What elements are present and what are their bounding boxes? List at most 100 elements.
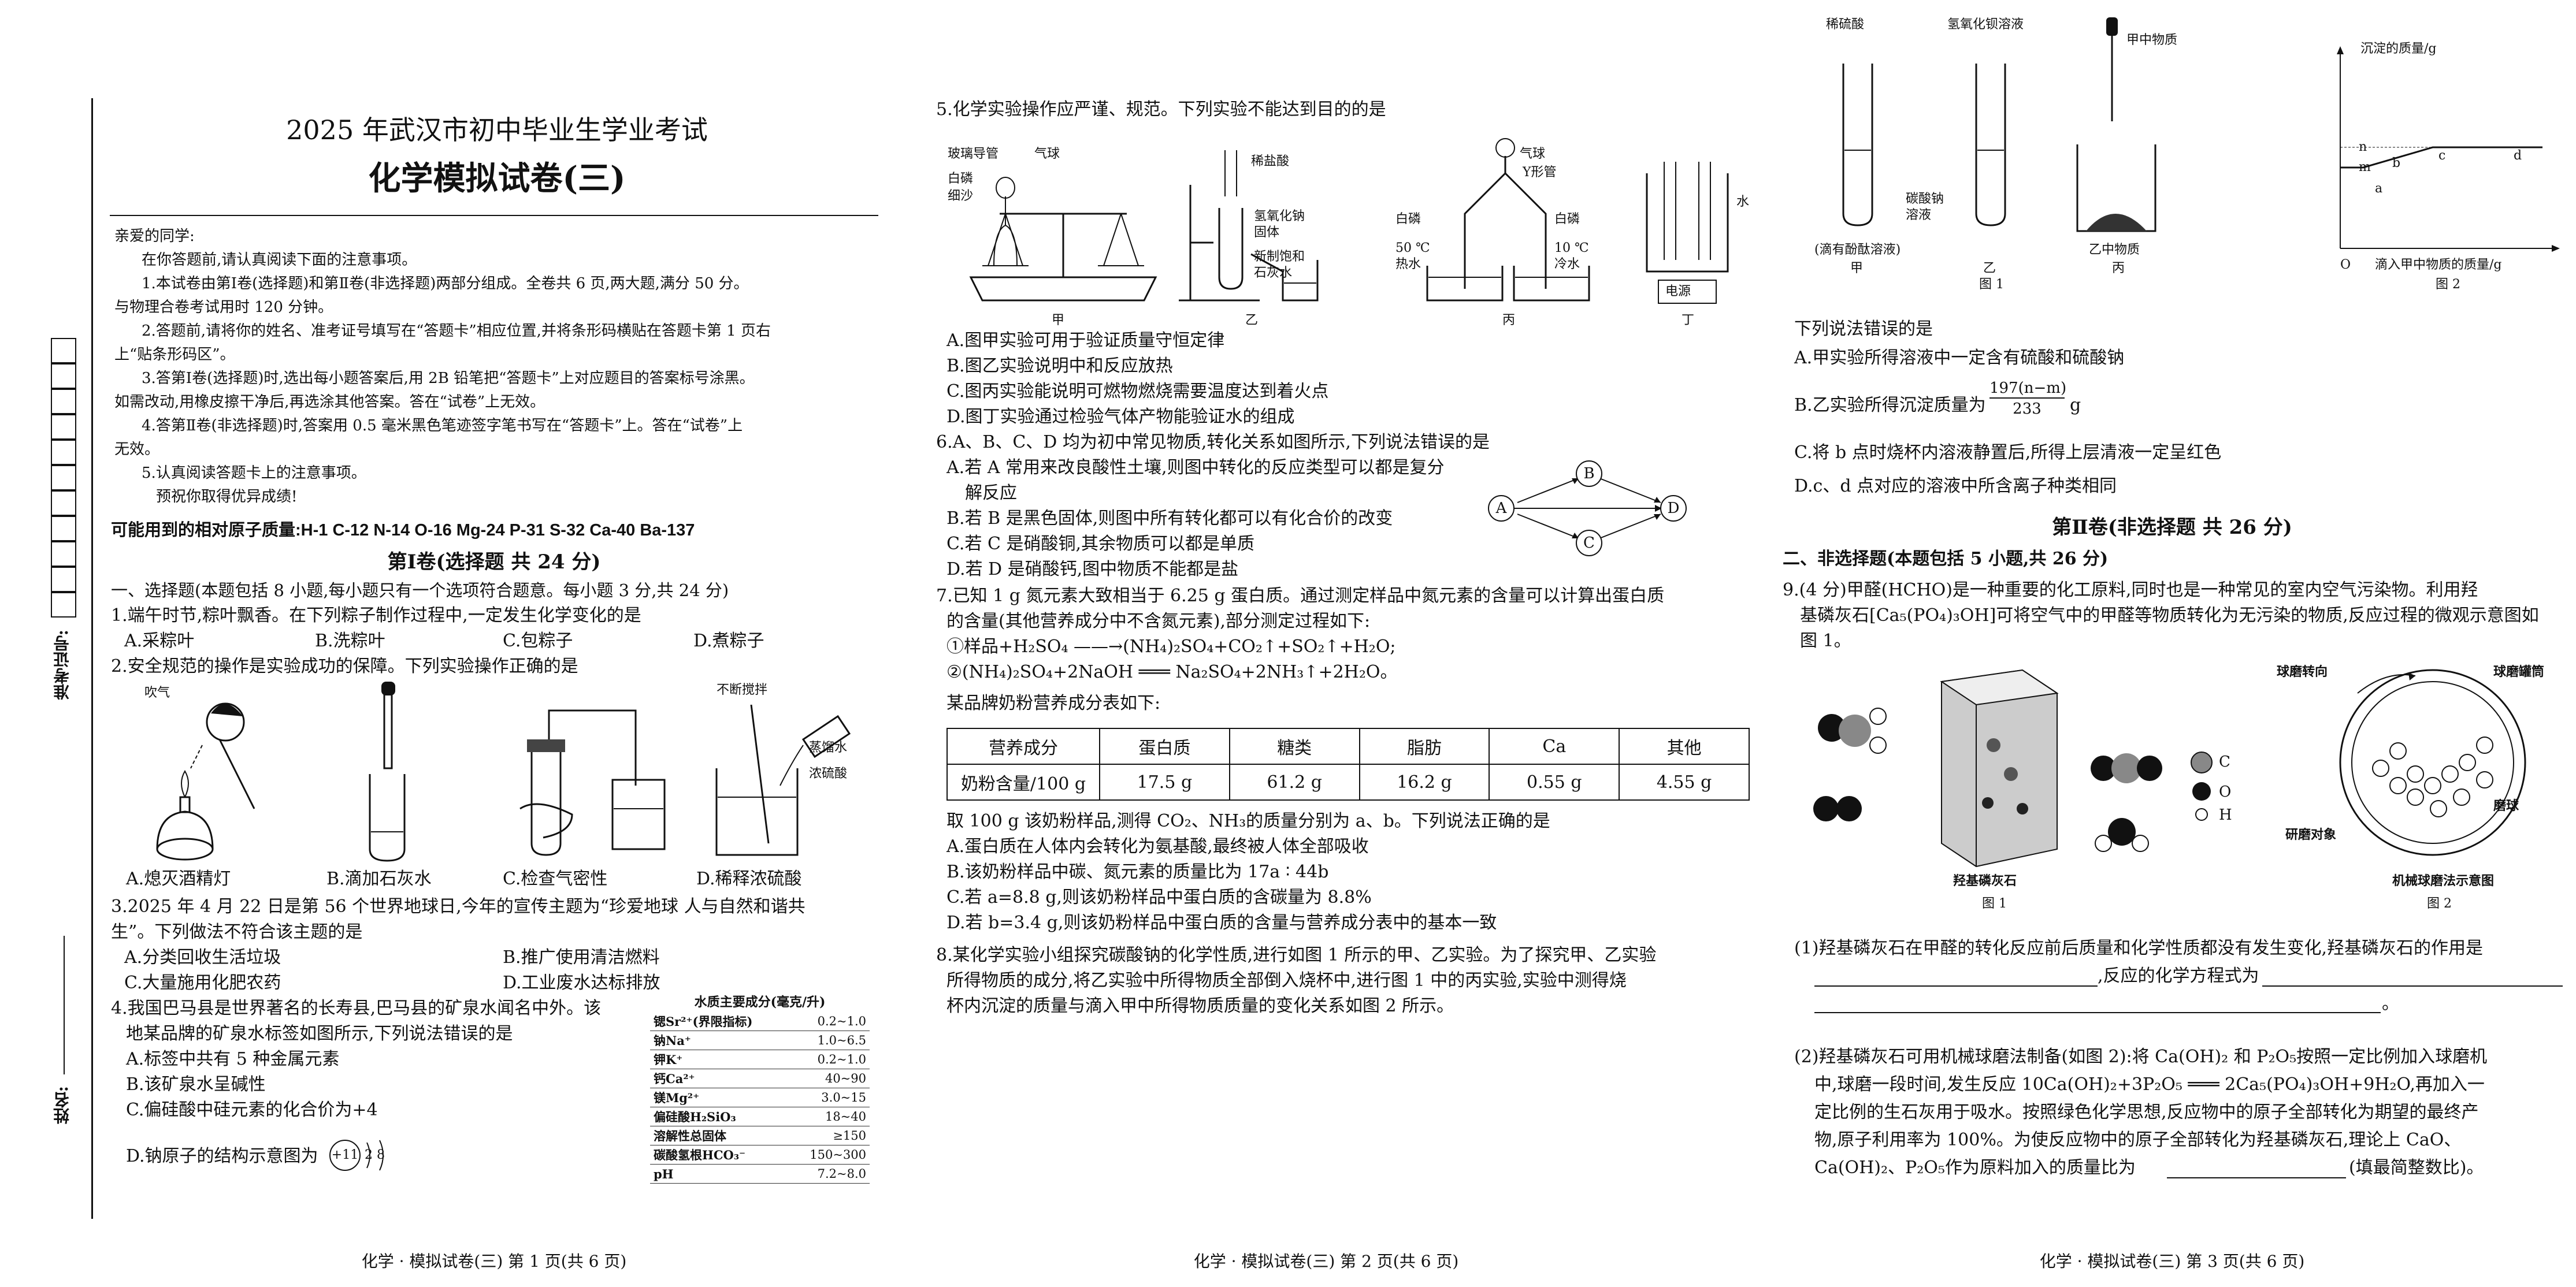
q3-option-b[interactable]: B.推广使用清洁燃料: [503, 947, 660, 968]
fig2-point-d: d: [2514, 148, 2522, 163]
q9-legend-c: C: [2219, 753, 2230, 771]
table-row: 碳酸氢根HCO₃⁻150~300: [650, 1145, 870, 1165]
q5-label-sand: 细沙: [948, 189, 974, 203]
q2-option-a[interactable]: A.熄灭酒精灯: [126, 869, 231, 889]
q3-option-a[interactable]: A.分类回收生活垃圾: [124, 947, 281, 968]
q5-stem: 5.化学实验操作应严谨、规范。下列实验不能达到目的的是: [936, 99, 1386, 120]
q1-option-a[interactable]: A.采粽叶: [124, 631, 195, 651]
q9-mill-title: 机械球磨法示意图: [2392, 873, 2495, 888]
fig2-tick-n: n: [2359, 140, 2367, 154]
q9-answer-blank-2[interactable]: [2262, 985, 2563, 987]
q5-option-a[interactable]: A.图甲实验可用于验证质量守恒定律: [946, 330, 1225, 351]
q6-option-d[interactable]: D.若 D 是硝酸钙,图中物质不能都是盐: [946, 559, 1239, 579]
node-d-label: D: [1667, 500, 1680, 517]
sodium-atom-diagram: [329, 1140, 384, 1171]
fig1-label-jia-substance: 甲中物质: [2126, 33, 2178, 47]
q5-option-b[interactable]: B.图乙实验说明中和反应放热: [946, 356, 1173, 376]
q9-sub1-line2: ,反应的化学方程式为: [2098, 966, 2259, 986]
q9-hydroxyapatite-label: 羟基磷灰石: [1953, 873, 2017, 888]
q9-answer-blank-4[interactable]: [2167, 1177, 2346, 1178]
q2-label-blow: 吹气: [144, 686, 170, 700]
q1-option-d[interactable]: D.煮粽子: [693, 631, 764, 651]
q1-stem: 1.端午时节,粽叶飘香。在下列粽子制作过程中,一定发生化学变化的是: [111, 605, 641, 626]
q1-option-b[interactable]: B.洗粽叶: [315, 631, 385, 651]
q4-option-b[interactable]: B.该矿泉水呈碱性: [126, 1074, 266, 1095]
q5-option-d[interactable]: D.图丁实验通过检验气体产物能验证水的组成: [946, 407, 1295, 427]
q5-label-power: 电源: [1665, 284, 1691, 299]
q9-answer-blank-1[interactable]: [1814, 985, 2098, 987]
q4-option-a[interactable]: A.标签中共有 5 种金属元素: [126, 1049, 340, 1069]
q9-stem-line2: 基磷灰石[Ca₅(PO₄)₃OH]可将空气中的甲醛等物质转化为无污染的物质,反应…: [1800, 605, 2539, 626]
name-label: 姓名:: [53, 1086, 72, 1125]
q5-caption-bing: 丙: [1502, 313, 1516, 328]
q8-option-a[interactable]: A.甲实验所得溶液中一定含有硫酸和硫酸钠: [1794, 348, 2125, 368]
alcohol-lamp-illustration: [156, 702, 255, 861]
q5-option-c[interactable]: C.图丙实验能说明可燃物燃烧需要温度达到着火点: [946, 381, 1329, 401]
table-row: 钾K⁺0.2~1.0: [650, 1050, 870, 1069]
q8-lead: 下列说法错误的是: [1794, 319, 1933, 339]
node-a-label: A: [1495, 500, 1507, 517]
q4-option-c[interactable]: C.偏硅酸中硅元素的化合价为+4: [126, 1100, 378, 1120]
q6-option-b[interactable]: B.若 B 是黑色固体,则图中所有转化都可以有化合价的改变: [946, 508, 1393, 529]
q9-mill-direction-label: 球磨转向: [2277, 664, 2328, 679]
q5-label-naoh: 氢氧化钠: [1254, 209, 1305, 224]
q8-option-b[interactable]: B.乙实验所得沉淀质量为: [1794, 395, 1986, 415]
binding-line: [91, 98, 93, 1219]
exam-title: 2025 年武汉市初中毕业生学业考试: [286, 114, 708, 146]
q9-mill-drum-label: 球磨罐筒: [2493, 664, 2545, 679]
q2-option-b[interactable]: B.滴加石灰水: [326, 869, 432, 889]
q8-stem-line1: 8.某化学实验小组探究碳酸钠的化学性质,进行如图 1 所示的甲、乙实验。为了探究…: [936, 945, 1657, 965]
q4-option-d[interactable]: D.钠原子的结构示意图为: [126, 1146, 318, 1166]
q1-option-c[interactable]: C.包粽子: [503, 631, 573, 651]
q7-option-a[interactable]: A.蛋白质在人体内会转化为氨基酸,最终被人体全部吸收: [946, 836, 1369, 857]
q9-answer-blank-3[interactable]: [1814, 1012, 2381, 1013]
page-footer: 化学 · 模拟试卷(三) 第 3 页(共 6 页): [2039, 1252, 2305, 1271]
q9-sub2-line5: Ca(OH)₂、P₂O₅作为原料加入的质量比为: [1814, 1158, 2136, 1178]
q7-option-b[interactable]: B.该奶粉样品中碳、氮元素的质量比为 17a ∶ 44b: [946, 862, 1329, 882]
fig1-label-yi-substance: 乙中物质: [2089, 243, 2140, 257]
node-d: [1660, 495, 1687, 522]
q2-experiment-figure: [156, 682, 851, 862]
q3-option-c[interactable]: C.大量施用化肥农药: [124, 973, 281, 993]
q8-option-c[interactable]: C.将 b 点时烧杯内溶液静置后,所得上层清液一定呈红色: [1794, 442, 2222, 463]
q2-label-stir: 不断搅拌: [717, 683, 768, 697]
legend-icons: [2191, 752, 2213, 821]
section1-desc: 一、选择题(本题包括 8 小题,每小题只有一个选项符合题意。每小题 3 分,共 …: [111, 581, 729, 600]
oxygen-molecule: [1813, 796, 1862, 821]
precipitate-curve: [2340, 146, 2542, 169]
q5-caption-ding: 丁: [1682, 313, 1695, 328]
fig1-caption-yi: 乙: [1983, 261, 1996, 276]
fig2-caption: 图 2: [2436, 277, 2460, 292]
fig2-point-a: a: [2375, 181, 2383, 196]
node-c: [1576, 530, 1602, 556]
q3-option-d[interactable]: D.工业废水达标排放: [503, 973, 660, 993]
q6-option-c[interactable]: C.若 C 是硝酸铜,其余物质可以都是单质: [946, 534, 1254, 554]
q5-label-cold-water: 冷水: [1554, 257, 1580, 271]
q5-caption-jia: 甲: [1052, 313, 1065, 328]
dropper-test-tube-illustration: [369, 682, 406, 862]
section2-desc: 二、非选择题(本题包括 5 小题,共 26 分): [1783, 549, 2109, 569]
q5-label-50c: 50 ℃: [1395, 241, 1430, 255]
q7-option-c[interactable]: C.若 a=8.8 g,则该奶粉样品中蛋白质的含碳量为 8.8%: [946, 887, 1372, 907]
q7-stem-line1: 7.已知 1 g 氮元素大致相当于 6.25 g 蛋白质。通过测定样品中氮元素的…: [936, 586, 1665, 606]
page-footer: 化学 · 模拟试卷(三) 第 1 页(共 6 页): [361, 1252, 627, 1271]
q7-option-d[interactable]: D.若 b=3.4 g,则该奶粉样品中蛋白质的含量与营养成分表中的基本一致: [946, 913, 1497, 933]
q9-fig2-caption: 图 2: [2427, 897, 2452, 911]
q6-stem: 6.A、B、C、D 均为初中常见物质,转化关系如图所示,下列说法错误的是: [936, 432, 1490, 452]
q2-label-acid: 浓硫酸: [809, 767, 848, 781]
q6-option-a-cont: 解反应: [965, 483, 1017, 503]
q2-option-c[interactable]: C.检查气密性: [503, 869, 608, 889]
q6-option-a[interactable]: A.若 A 常用来改良酸性土壤,则图中转化的反应类型可以都是复分: [946, 457, 1445, 478]
q5-label-balloon: 气球: [1034, 147, 1060, 161]
section2-title: 第Ⅱ卷(非选择题 共 26 分): [2052, 516, 2292, 539]
q8-fraction-unit: g: [2070, 395, 2081, 415]
q2-option-d[interactable]: D.稀释浓硫酸: [696, 869, 802, 889]
exam-page-1: 准考证号: 姓名: 2025 年武汉市初中毕业生学业考试 化学模拟试卷(三) 亲…: [0, 0, 878, 1287]
q5-label-limewater1: 新制饱和: [1254, 250, 1305, 264]
q8-option-d[interactable]: D.c、d 点对应的溶液中所含离子种类相同: [1794, 476, 2117, 496]
section1-title: 第Ⅰ卷(选择题 共 24 分): [387, 550, 601, 574]
fig1-label-na2co3-1: 碳酸钠: [1906, 192, 1944, 206]
q9-grinding-object-label: 研磨对象: [2285, 827, 2337, 842]
exam-page-2: 5.化学实验操作应严谨、规范。下列实验不能达到目的的是: [901, 0, 1751, 1287]
